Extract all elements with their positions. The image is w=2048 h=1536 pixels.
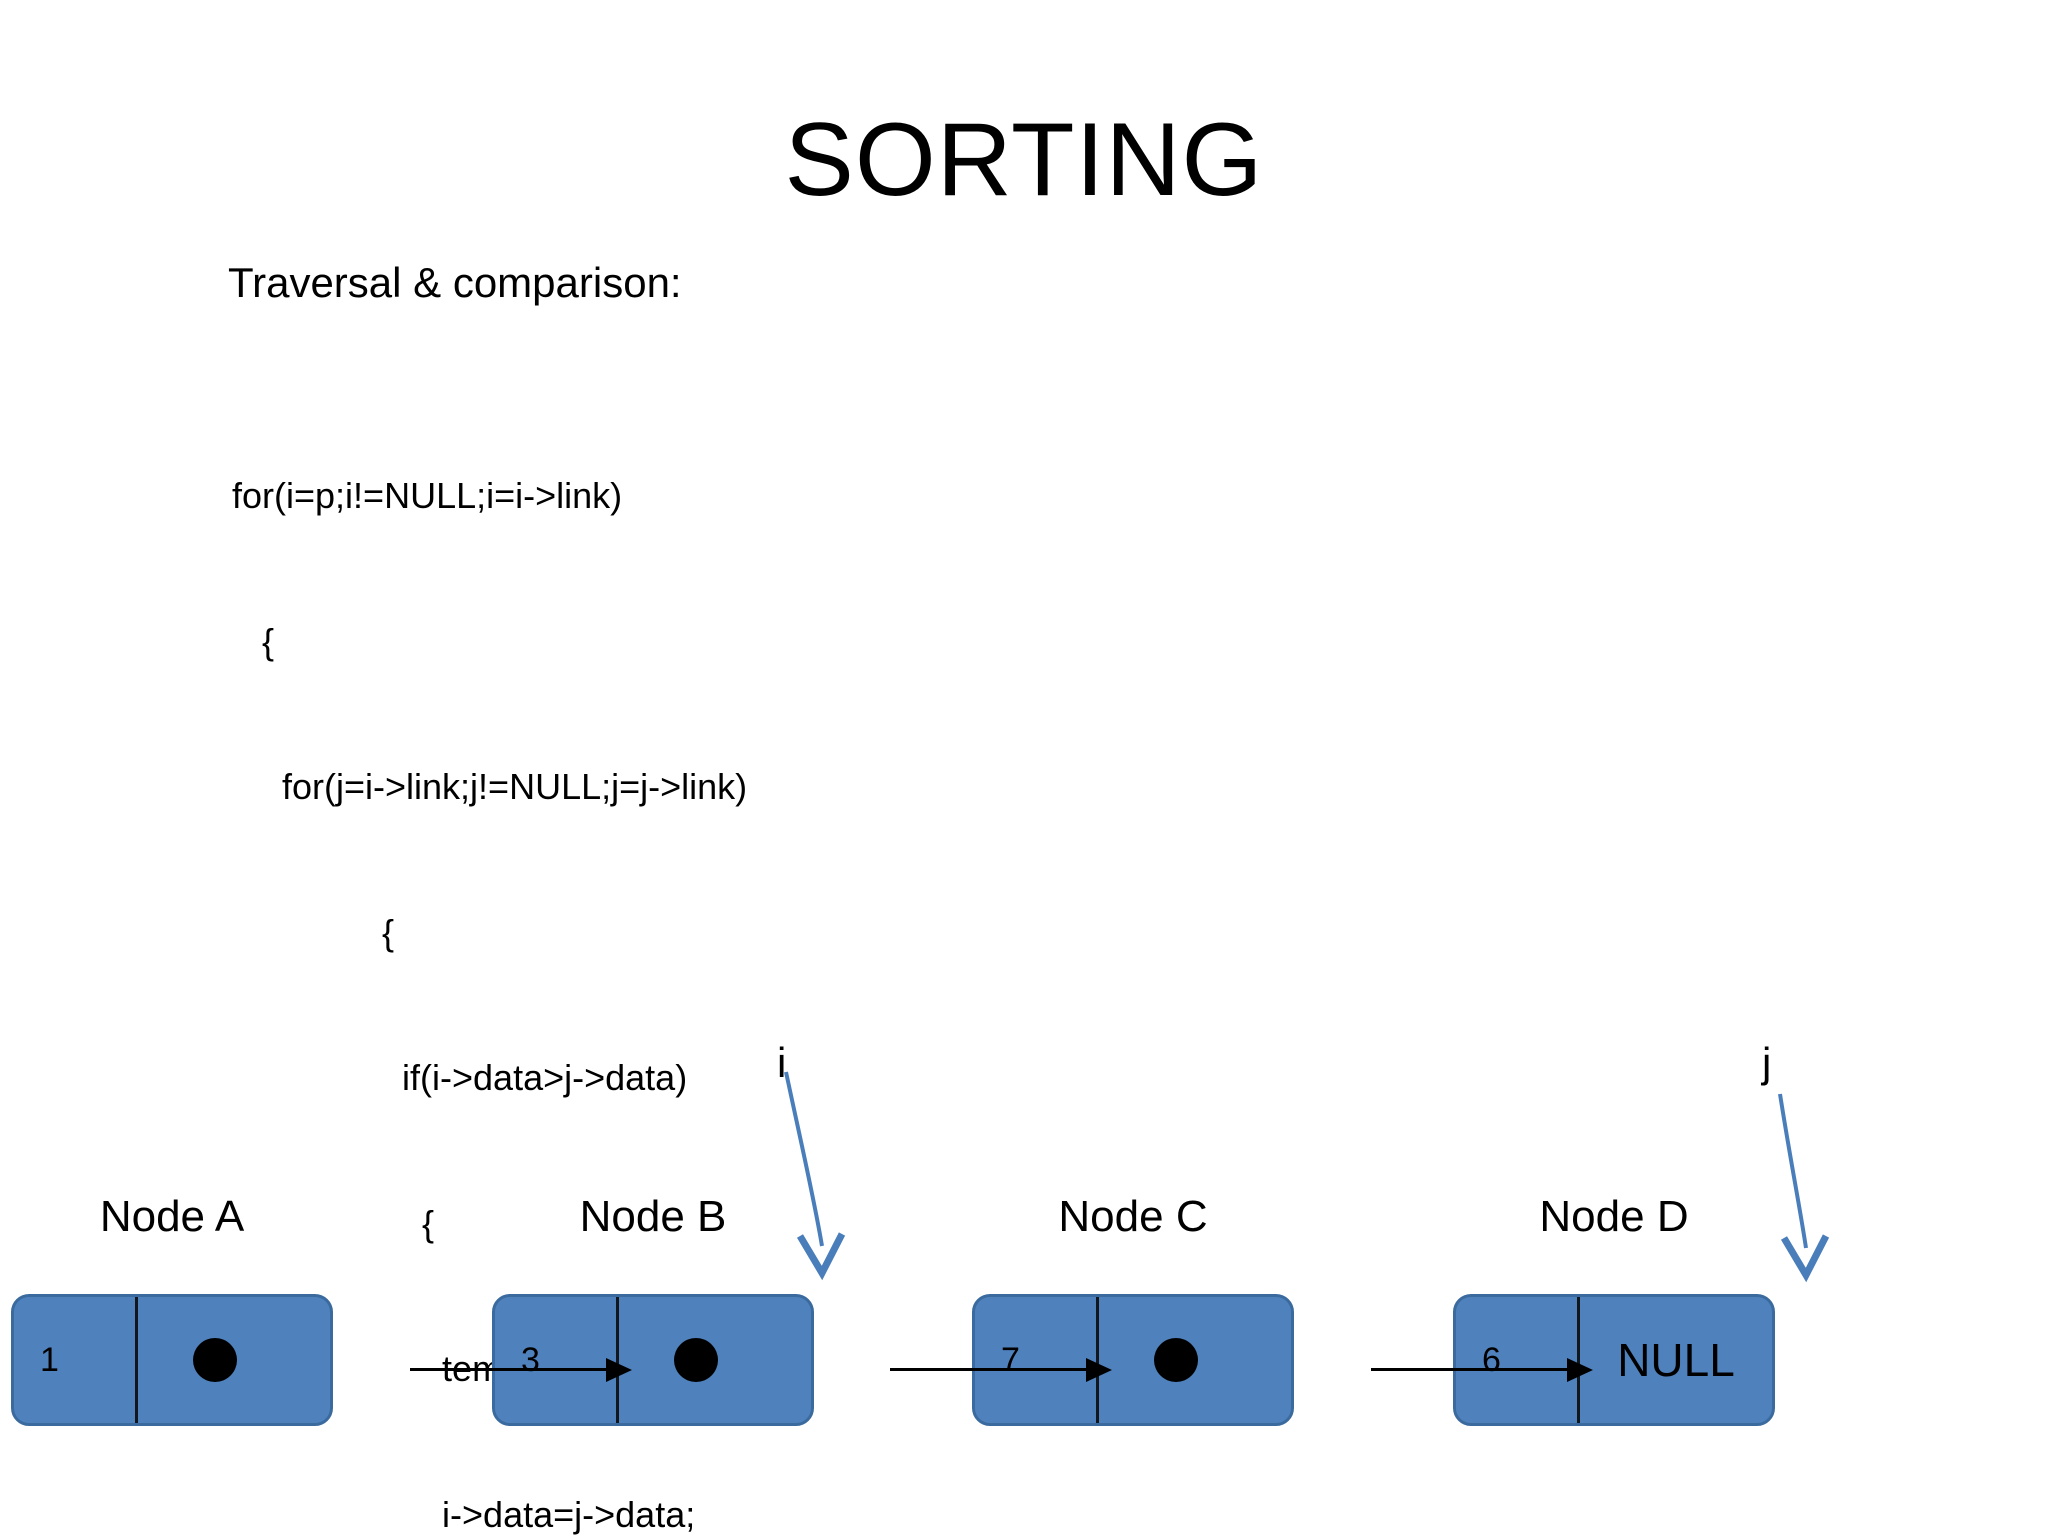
connector-arrow-b-to-c: [890, 1358, 1112, 1382]
code-line: {: [232, 620, 275, 662]
code-line: for(j=i->link;j!=NULL;j=j->link): [232, 766, 748, 807]
node-null-cell: NULL: [1617, 1334, 1735, 1386]
node-box: 7: [972, 1294, 1294, 1426]
node-link-cell: [619, 1297, 811, 1423]
node-data-cell: 1: [14, 1297, 138, 1423]
pointer-label-i: i: [777, 1039, 787, 1086]
pointer-arrow-j-icon: [1778, 1093, 1830, 1283]
pointer-label-j: j: [1762, 1039, 1772, 1086]
link-dot-icon: [193, 1338, 237, 1382]
connector-shaft: [890, 1368, 1086, 1371]
code-line: if(i->data>j->data): [232, 1057, 688, 1098]
node-title: Node A: [99, 1192, 245, 1241]
node-box: 1: [11, 1294, 333, 1426]
link-dot-icon: [1154, 1338, 1198, 1382]
linked-list-diagram: Node A 1 Node B 3 Node C 7: [0, 1020, 2048, 1480]
connector-shaft: [1371, 1368, 1567, 1371]
code-line: i->data=j->data;: [232, 1493, 696, 1535]
node-box: 6 NULL: [1453, 1294, 1775, 1426]
node-box: 3: [492, 1294, 814, 1426]
pointer-arrow-i-icon: [784, 1071, 846, 1281]
page-title: SORTING: [784, 102, 1264, 218]
code-line: for(i=p;i!=NULL;i=i->link): [232, 475, 623, 516]
connector-arrowhead-icon: [606, 1358, 632, 1382]
connector-arrowhead-icon: [1086, 1358, 1112, 1382]
connector-arrow-a-to-b: [410, 1358, 632, 1382]
node-title: Node C: [1058, 1192, 1208, 1241]
connector-shaft: [410, 1368, 606, 1371]
node-link-cell: [138, 1297, 330, 1423]
code-line: {: [232, 1202, 435, 1244]
node-title: Node B: [579, 1192, 727, 1241]
code-line: {: [232, 911, 395, 953]
node-title: Node D: [1539, 1192, 1689, 1241]
connector-arrowhead-icon: [1567, 1358, 1593, 1382]
connector-arrow-c-to-d: [1371, 1358, 1593, 1382]
link-dot-icon: [674, 1338, 718, 1382]
section-subtitle: Traversal & comparison:: [228, 259, 682, 306]
node-link-cell: [1099, 1297, 1291, 1423]
